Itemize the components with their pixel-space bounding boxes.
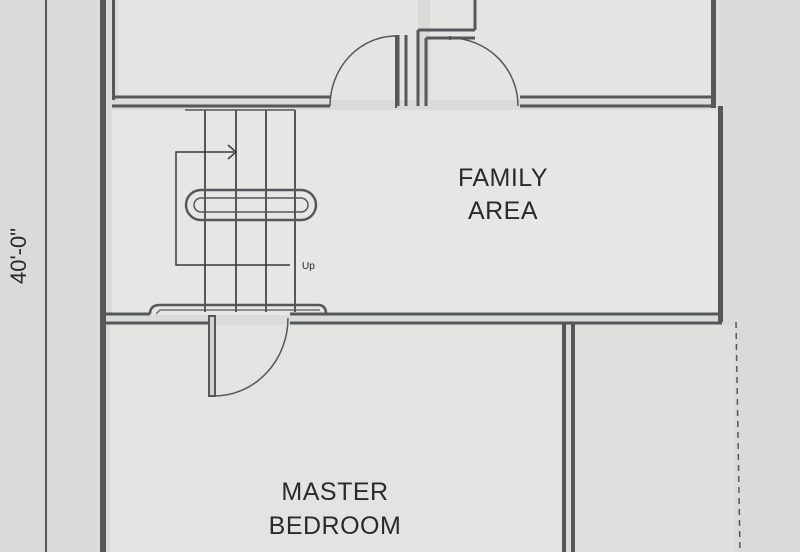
room-fill-upper-left — [118, 0, 418, 100]
door-master-bedroom — [208, 315, 289, 397]
room-fill-lower-right — [575, 325, 735, 552]
exterior-wall-left — [100, 0, 115, 552]
exterior-wall-right — [711, 0, 723, 322]
door-upper-right — [449, 36, 519, 107]
stair-up-label: Up — [302, 261, 315, 272]
door-upper-left — [329, 35, 397, 108]
room-label-family-area-line1: FAMILY — [458, 164, 548, 192]
staircase — [148, 109, 328, 315]
room-fill-master-bedroom — [110, 325, 565, 552]
room-label-family-area-line2: AREA — [468, 197, 538, 225]
bedroom-right-wall — [562, 322, 575, 552]
upper-partition-wall — [112, 95, 715, 108]
room-label-master-bedroom-line2: BEDROOM — [269, 512, 402, 540]
dimension-label: 40'-0" — [6, 228, 31, 284]
room-fill-upper-right — [430, 0, 715, 100]
middle-partition-wall — [106, 312, 722, 325]
stair-landing-bar — [184, 188, 318, 222]
stair-landing-bottom — [148, 303, 328, 315]
stair-direction-arrow — [175, 144, 290, 266]
dashed-boundary-right — [735, 321, 741, 552]
room-label-master-bedroom-line1: MASTER — [281, 478, 388, 506]
